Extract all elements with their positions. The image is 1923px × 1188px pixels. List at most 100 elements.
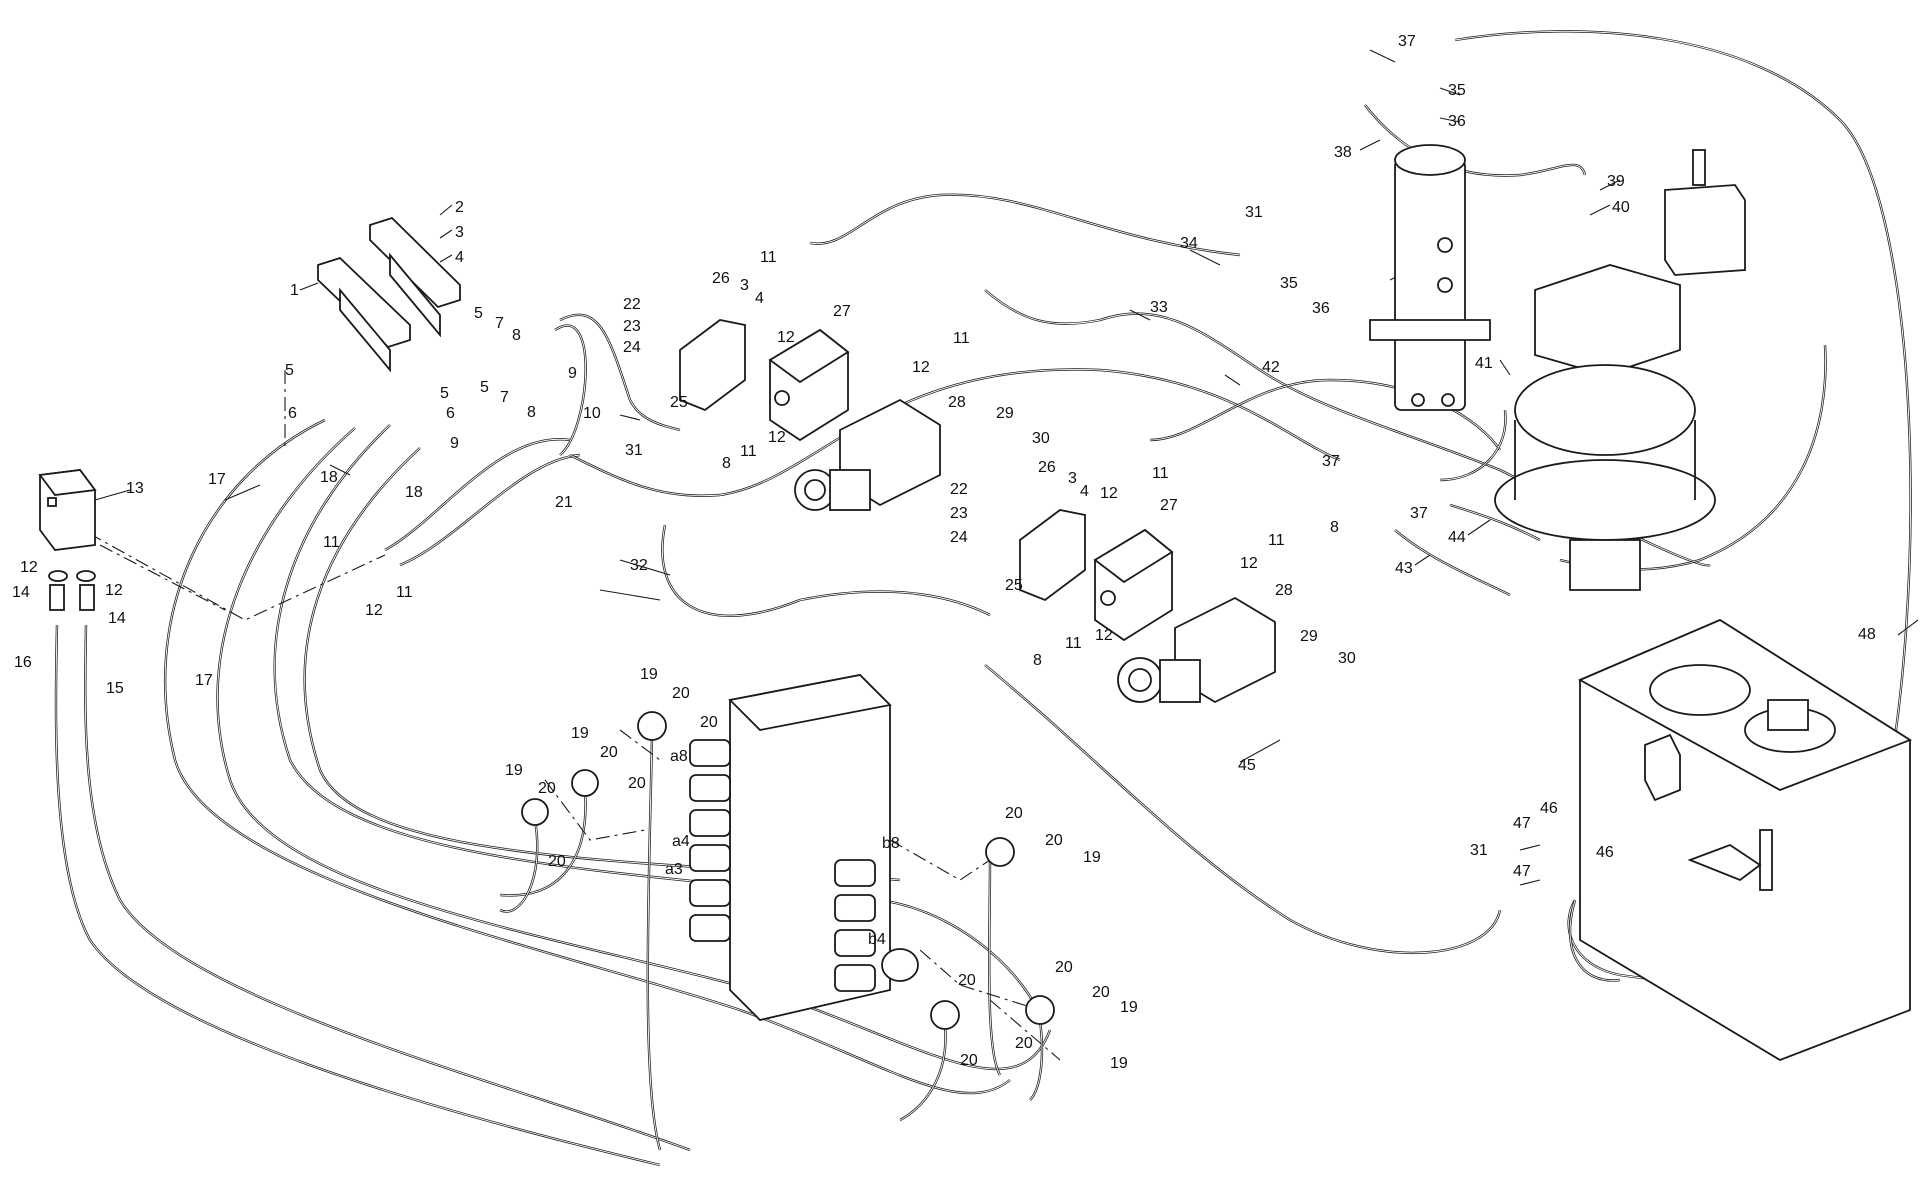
label-3: 3 <box>740 277 749 294</box>
label-5: 5 <box>474 305 483 322</box>
label-20: 20 <box>628 775 646 792</box>
port-label-b4: b4 <box>868 931 886 948</box>
label-36: 36 <box>1448 113 1466 130</box>
label-5: 5 <box>480 379 489 396</box>
label-24: 24 <box>623 339 641 356</box>
label-11: 11 <box>953 330 970 347</box>
hose-lines <box>54 30 1912 1167</box>
label-47: 47 <box>1513 863 1531 880</box>
label-35: 35 <box>1280 275 1298 292</box>
label-44: 44 <box>1448 529 1466 546</box>
label-23: 23 <box>623 318 641 335</box>
label-20: 20 <box>1005 805 1023 822</box>
label-27: 27 <box>1160 497 1178 514</box>
label-29: 29 <box>1300 628 1318 645</box>
label-48: 48 <box>1858 626 1876 643</box>
label-11: 11 <box>1065 635 1082 652</box>
label-20: 20 <box>1045 832 1063 849</box>
label-12: 12 <box>20 559 38 576</box>
label-41: 41 <box>1475 355 1493 372</box>
leader-lines <box>94 49 1919 886</box>
fittings-14 <box>48 570 96 611</box>
label-18: 18 <box>320 469 338 486</box>
label-37: 37 <box>1410 505 1428 522</box>
port-label-a8: a8 <box>670 748 688 765</box>
bracket-25-upper <box>679 319 746 412</box>
label-2: 2 <box>455 199 464 216</box>
label-6: 6 <box>446 405 455 422</box>
banjo-fittings <box>521 711 1055 1030</box>
label-3: 3 <box>455 224 464 241</box>
hose-45 <box>984 664 1502 955</box>
label-33: 33 <box>1150 299 1168 316</box>
spool-caps-left <box>689 739 731 942</box>
label-38: 38 <box>1334 144 1352 161</box>
label-17: 17 <box>208 471 226 488</box>
label-19: 19 <box>1083 849 1101 866</box>
label-15: 15 <box>106 680 124 697</box>
hose-17-b <box>216 427 1052 1071</box>
label-46: 46 <box>1596 844 1614 861</box>
label-12: 12 <box>777 329 795 346</box>
label-20: 20 <box>600 744 618 761</box>
label-7: 7 <box>495 315 504 332</box>
hose-a3 <box>499 819 539 913</box>
main-control-valve <box>689 674 919 1021</box>
label-30: 30 <box>1338 650 1356 667</box>
label-28: 28 <box>948 394 966 411</box>
label-12: 12 <box>365 602 383 619</box>
label-4: 4 <box>755 290 764 307</box>
swing-motor <box>1494 264 1716 591</box>
label-14: 14 <box>108 610 126 627</box>
label-8: 8 <box>1033 652 1042 669</box>
label-37: 37 <box>1322 453 1340 470</box>
label-11: 11 <box>1268 532 1285 549</box>
label-25: 25 <box>1005 577 1023 594</box>
label-12: 12 <box>1240 555 1258 572</box>
hose-a8 <box>646 734 662 1151</box>
part-number-labels: 1 2 3 4 5 5 5 5 6 6 7 7 8 8 8 8 8 9 9 10… <box>12 33 1876 1072</box>
label-11: 11 <box>323 534 340 551</box>
label-20: 20 <box>958 972 976 989</box>
bracket-25-lower <box>1019 509 1086 602</box>
label-11: 11 <box>1152 465 1169 482</box>
pilot-block-right <box>1664 149 1746 276</box>
hose-15 <box>84 624 691 1152</box>
label-32: 32 <box>630 557 648 574</box>
label-21: 21 <box>555 494 573 511</box>
center-lines <box>64 249 1751 1061</box>
solenoid-28-lower <box>1117 596 1276 704</box>
port-label-b8: b8 <box>882 835 900 852</box>
label-31: 31 <box>1245 204 1263 221</box>
label-36: 36 <box>1312 300 1330 317</box>
hose-b4-b <box>1029 1019 1044 1101</box>
label-16: 16 <box>14 654 32 671</box>
label-11: 11 <box>396 584 413 601</box>
label-28: 28 <box>1275 582 1293 599</box>
label-14: 14 <box>12 584 30 601</box>
label-19: 19 <box>571 725 589 742</box>
label-5: 5 <box>285 362 294 379</box>
label-45: 45 <box>1238 757 1256 774</box>
label-30: 30 <box>1032 430 1050 447</box>
label-20: 20 <box>1092 984 1110 1001</box>
label-37: 37 <box>1398 33 1416 50</box>
label-13: 13 <box>126 480 144 497</box>
spool-caps-right <box>834 859 876 992</box>
label-17: 17 <box>195 672 213 689</box>
label-20: 20 <box>700 714 718 731</box>
label-11: 11 <box>740 443 757 460</box>
label-42: 42 <box>1262 359 1280 376</box>
label-3: 3 <box>1068 470 1077 487</box>
port-label-a4: a4 <box>672 833 690 850</box>
label-31: 31 <box>1470 842 1488 859</box>
label-9: 9 <box>450 435 459 452</box>
hose-16 <box>54 624 661 1167</box>
label-18: 18 <box>405 484 423 501</box>
label-20: 20 <box>960 1052 978 1069</box>
hose-32 <box>661 524 991 617</box>
hose-11-b <box>399 453 581 567</box>
label-19: 19 <box>505 762 523 779</box>
travel-pedal-left <box>317 256 411 373</box>
